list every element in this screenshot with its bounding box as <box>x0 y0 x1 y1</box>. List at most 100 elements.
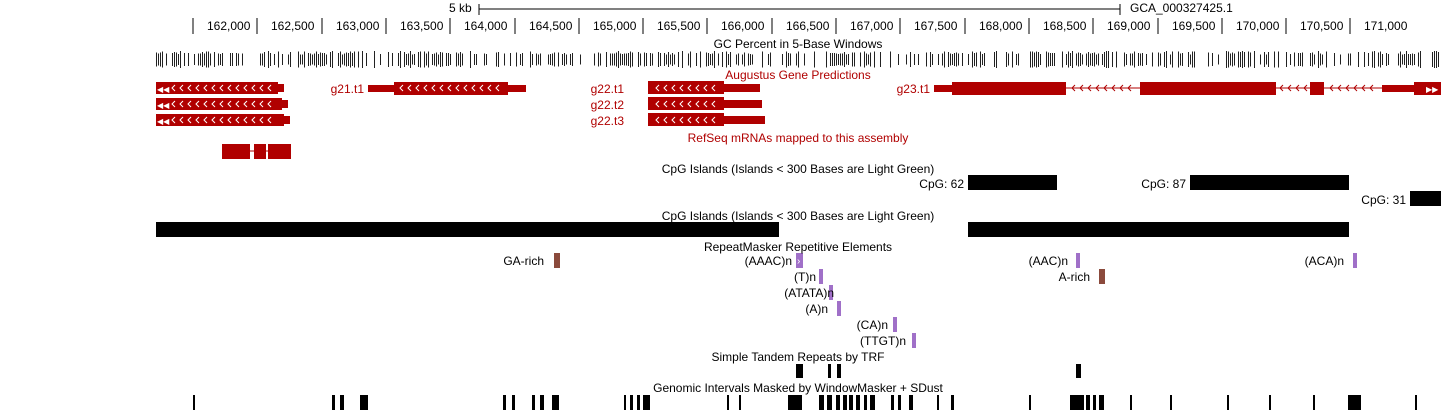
masked-interval[interactable] <box>532 395 535 410</box>
masked-interval[interactable] <box>332 395 335 410</box>
g21-utr-left[interactable] <box>368 85 394 92</box>
repeat-label-t[interactable]: (T)n <box>794 270 816 284</box>
repeat-element-aca[interactable] <box>1353 253 1357 268</box>
repeat-label-a-rich[interactable]: A-rich <box>1058 270 1090 284</box>
track-title-augustus[interactable]: Augustus Gene Predictions <box>725 68 871 82</box>
masked-interval[interactable] <box>849 395 853 410</box>
tandem-repeat[interactable] <box>796 364 803 378</box>
masked-interval[interactable] <box>630 395 633 410</box>
masked-interval[interactable] <box>827 395 832 410</box>
repeat-label-atata[interactable]: (ATATA)n <box>784 286 834 300</box>
g22-t2-utr[interactable] <box>724 100 762 108</box>
tandem-repeat[interactable] <box>1076 364 1081 378</box>
masked-interval[interactable] <box>937 395 939 410</box>
masked-interval[interactable] <box>870 395 875 410</box>
masked-interval[interactable] <box>552 395 559 410</box>
masked-interval[interactable] <box>891 395 894 410</box>
track-title-windowmasker[interactable]: Genomic Intervals Masked by WindowMasker… <box>653 381 943 395</box>
gene-label-g23-t1[interactable]: g23.t1 <box>896 82 930 96</box>
repeat-element-ttgt[interactable] <box>912 333 916 348</box>
gene-utr-offscreen-1[interactable] <box>276 84 284 92</box>
masked-interval[interactable] <box>1086 395 1090 410</box>
repeat-element-a[interactable] <box>837 301 841 316</box>
tandem-repeat[interactable] <box>828 364 831 378</box>
masked-interval[interactable] <box>1130 395 1132 410</box>
track-title-cpg-2[interactable]: CpG Islands (Islands < 300 Bases are Lig… <box>661 209 935 223</box>
masked-interval[interactable] <box>643 395 650 410</box>
masked-interval[interactable] <box>360 395 368 410</box>
g23-exon-4[interactable] <box>1414 82 1441 95</box>
masked-interval[interactable] <box>727 395 729 410</box>
repeat-label-aca[interactable]: (ACA)n <box>1304 254 1344 268</box>
cpg-label-31[interactable]: CpG: 31 <box>1361 193 1406 207</box>
masked-interval[interactable] <box>1313 395 1315 410</box>
track-title-repeatmasker[interactable]: RepeatMasker Repetitive Elements <box>703 240 893 254</box>
repeat-label-a[interactable]: (A)n <box>805 302 828 316</box>
gene-label-g22-t1[interactable]: g22.t1 <box>590 82 624 96</box>
gene-label-g21-t1[interactable]: g21.t1 <box>330 82 364 96</box>
repeat-element-t[interactable] <box>819 269 823 284</box>
track-title-gc-percent[interactable]: GC Percent in 5-Base Windows <box>713 37 883 51</box>
masked-interval[interactable] <box>1415 395 1417 410</box>
g23-exon-3[interactable] <box>1310 82 1324 95</box>
masked-interval[interactable] <box>1029 395 1031 410</box>
g23-utr-right[interactable] <box>1382 85 1414 92</box>
masked-interval[interactable] <box>512 395 515 410</box>
masked-interval[interactable] <box>1269 395 1271 410</box>
masked-interval[interactable] <box>909 395 913 410</box>
g23-exon-2[interactable] <box>1140 82 1276 95</box>
masked-interval[interactable] <box>503 395 506 410</box>
track-title-refseq[interactable]: RefSeq mRNAs mapped to this assembly <box>687 131 909 145</box>
tandem-repeat[interactable] <box>837 364 841 378</box>
masked-interval[interactable] <box>1070 395 1084 410</box>
refseq-exon-1[interactable] <box>222 144 250 159</box>
g23-utr-left[interactable] <box>934 85 952 92</box>
masked-interval[interactable] <box>836 395 840 410</box>
g22-t3-utr[interactable] <box>724 116 765 124</box>
masked-interval[interactable] <box>819 395 824 410</box>
masked-interval[interactable] <box>1093 395 1096 410</box>
masked-interval[interactable] <box>637 395 640 410</box>
cpg-island-87[interactable] <box>1190 175 1349 190</box>
repeat-element-atata[interactable] <box>829 285 833 300</box>
gene-label-g22-t3[interactable]: g22.t3 <box>590 114 624 128</box>
masked-interval[interactable] <box>864 395 867 410</box>
masked-interval[interactable] <box>340 395 344 410</box>
cpg-island-wide-1[interactable] <box>156 222 779 237</box>
track-title-cpg-1[interactable]: CpG Islands (Islands < 300 Bases are Lig… <box>661 162 935 176</box>
repeat-label-ga-rich[interactable]: GA-rich <box>503 254 544 268</box>
repeat-label-ca[interactable]: (CA)n <box>856 318 888 332</box>
cpg-label-87[interactable]: CpG: 87 <box>1141 177 1186 191</box>
masked-interval[interactable] <box>193 395 195 410</box>
gene-utr-offscreen-3[interactable] <box>282 116 290 124</box>
gene-label-g22-t2[interactable]: g22.t2 <box>590 98 624 112</box>
masked-interval[interactable] <box>1227 395 1229 410</box>
gene-exon-offscreen-1[interactable] <box>156 82 278 94</box>
masked-interval[interactable] <box>788 395 802 410</box>
cpg-island-wide-2[interactable] <box>968 222 1349 237</box>
repeat-element-aaac[interactable] <box>796 253 803 268</box>
masked-interval[interactable] <box>1170 395 1172 410</box>
refseq-exon-2[interactable] <box>254 144 266 159</box>
masked-interval[interactable] <box>540 395 544 410</box>
masked-interval[interactable] <box>624 395 626 410</box>
refseq-exon-3[interactable] <box>268 144 291 159</box>
repeat-label-ttgt[interactable]: (TTGT)n <box>860 334 906 348</box>
gene-exon-offscreen-2[interactable] <box>156 98 282 110</box>
masked-interval[interactable] <box>951 395 954 410</box>
masked-interval[interactable] <box>1348 395 1361 410</box>
repeat-element-aac[interactable] <box>1076 253 1080 268</box>
repeat-element-a-rich[interactable] <box>1099 269 1105 284</box>
repeat-label-aac[interactable]: (AAC)n <box>1028 254 1068 268</box>
g21-utr-right[interactable] <box>508 85 526 92</box>
track-title-trf[interactable]: Simple Tandem Repeats by TRF <box>711 350 885 364</box>
masked-interval[interactable] <box>898 395 901 410</box>
repeat-label-aaac[interactable]: (AAAC)n <box>744 254 792 268</box>
gene-utr-offscreen-2[interactable] <box>280 100 288 108</box>
g21-exon[interactable] <box>394 82 508 95</box>
g22-t1-utr[interactable] <box>724 84 760 92</box>
repeat-element-ga-rich[interactable] <box>554 253 560 268</box>
masked-interval[interactable] <box>739 395 741 410</box>
cpg-label-62[interactable]: CpG: 62 <box>919 177 964 191</box>
